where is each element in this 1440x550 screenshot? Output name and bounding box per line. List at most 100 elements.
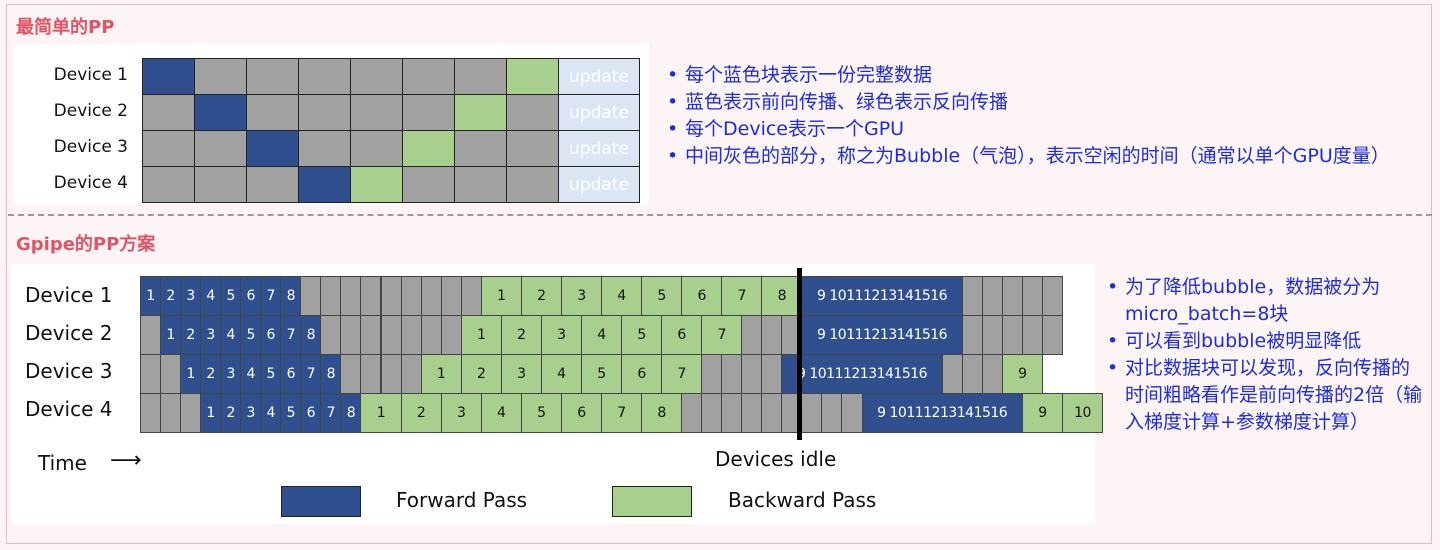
simple-device-label-4: Device 4	[53, 173, 128, 193]
microbatch-label: 1	[166, 327, 175, 343]
forward-microbatch: 5	[260, 354, 282, 394]
microbatch-label: 2	[166, 288, 175, 304]
bubble-block	[194, 130, 247, 167]
backward-microbatch: 1	[480, 276, 522, 316]
backward-microbatch: 4	[480, 393, 522, 433]
time-arrow-icon: ⟶	[110, 448, 142, 473]
microbatch-label: 5	[597, 366, 606, 382]
section-title-simple-pp: 最简单的PP	[16, 17, 115, 38]
simple-note-1: 每个蓝色块表示一份完整数据	[665, 62, 1425, 89]
bubble-block	[1021, 315, 1043, 355]
bubble-block	[420, 315, 442, 355]
forward-microbatch: 2	[220, 393, 242, 433]
microbatch-label: 2	[477, 366, 486, 382]
microbatch-label: 9 10111213141516	[877, 405, 1008, 421]
forward-block	[194, 94, 247, 131]
bubble-block	[961, 315, 983, 355]
bubble-block	[420, 276, 442, 316]
forward-microbatch: 6	[260, 315, 282, 355]
microbatch-label: 2	[416, 405, 426, 421]
bubble-block	[821, 393, 843, 433]
bubble-block	[1041, 315, 1063, 355]
bubble-block	[340, 354, 362, 394]
microbatch-label: 8	[657, 405, 666, 421]
backward-microbatch: 3	[440, 393, 482, 433]
backward-microbatch: 7	[600, 393, 643, 433]
bubble-block	[360, 354, 382, 394]
bubble-block	[506, 130, 559, 167]
gpipe-device-label-1: Device 1	[25, 283, 113, 307]
forward-microbatch: 4	[220, 315, 242, 355]
gpipe-note-3: 对比数据块可以发现，反向传播的时间粗略看作是前向传播的2倍（输入梯度计算+参数梯…	[1105, 355, 1427, 436]
microbatch-label: 8	[326, 366, 336, 382]
forward-microbatch: 5	[280, 393, 302, 433]
forward-block	[246, 130, 299, 167]
microbatch-label: 6	[697, 288, 706, 304]
section-title-gpipe: Gpipe的PP方案	[16, 234, 156, 255]
forward-microbatch: 2	[180, 315, 202, 355]
microbatch-label: 1	[497, 288, 506, 304]
devices-idle-label: Devices idle	[715, 447, 837, 471]
bubble-block	[761, 315, 783, 355]
bubble-block	[506, 166, 559, 203]
bubble-block	[320, 276, 342, 316]
microbatch-label: 6	[637, 366, 646, 382]
update-block: update	[558, 166, 640, 203]
bubble-block	[701, 393, 723, 433]
microbatch-label: 9	[1038, 405, 1047, 421]
bubble-block	[320, 315, 342, 355]
bubble-block	[360, 276, 382, 316]
microbatch-label: 9	[1018, 366, 1027, 382]
forward-microbatch: 6	[240, 276, 262, 316]
bubble-block	[721, 354, 743, 394]
bubble-block	[981, 276, 1003, 316]
bubble-block	[298, 130, 351, 167]
bubble-block	[506, 94, 559, 131]
forward-microbatch: 2	[160, 276, 182, 316]
backward-microbatch: 9	[1021, 393, 1063, 433]
bubble-block	[400, 354, 422, 394]
forward-microbatch: 1	[140, 276, 162, 316]
microbatch-label: 4	[226, 327, 235, 343]
microbatch-label: 4	[617, 288, 626, 304]
microbatch-label: 6	[286, 366, 296, 382]
microbatch-label: 5	[246, 327, 256, 343]
bubble-block	[681, 393, 703, 433]
microbatch-label: 7	[326, 405, 336, 421]
microbatch-label: 3	[226, 366, 235, 382]
backward-microbatch: 2	[400, 393, 442, 433]
microbatch-label: 6	[577, 405, 586, 421]
backward-microbatch: 3	[500, 354, 542, 394]
microbatch-label: 4	[597, 327, 606, 343]
microbatch-label: 7	[266, 288, 276, 304]
bubble-block	[801, 393, 823, 433]
bubble-block	[440, 276, 462, 316]
legend-forward-label: Forward Pass	[396, 488, 528, 512]
bubble-block	[194, 58, 247, 95]
microbatch-label: 5	[637, 327, 646, 343]
microbatch-label: 7	[306, 366, 316, 382]
bubble-block	[841, 393, 863, 433]
bubble-block	[142, 166, 195, 203]
backward-microbatch: 7	[701, 315, 743, 355]
forward-block	[142, 58, 195, 95]
bubble-block	[340, 276, 362, 316]
bubble-block	[140, 393, 162, 433]
bubble-block	[941, 354, 963, 394]
microbatch-label: 3	[577, 288, 586, 304]
backward-microbatch: 6	[661, 315, 703, 355]
forward-microbatch: 1	[180, 354, 202, 394]
forward-microbatch: 8	[280, 276, 302, 316]
simple-note-2: 蓝色表示前向传播、绿色表示反向传播	[665, 89, 1425, 116]
forward-microbatch: 4	[260, 393, 282, 433]
update-block: update	[558, 130, 640, 167]
bubble-block	[440, 315, 462, 355]
bubble-block	[1021, 276, 1043, 316]
forward-microbatch: 6	[280, 354, 302, 394]
forward-microbatch: 4	[240, 354, 262, 394]
microbatch-label: 9 10111213141516	[817, 327, 948, 343]
bubble-block	[160, 393, 182, 433]
bubble-block	[140, 315, 162, 355]
forward-block	[298, 166, 351, 203]
bubble-block	[454, 130, 507, 167]
